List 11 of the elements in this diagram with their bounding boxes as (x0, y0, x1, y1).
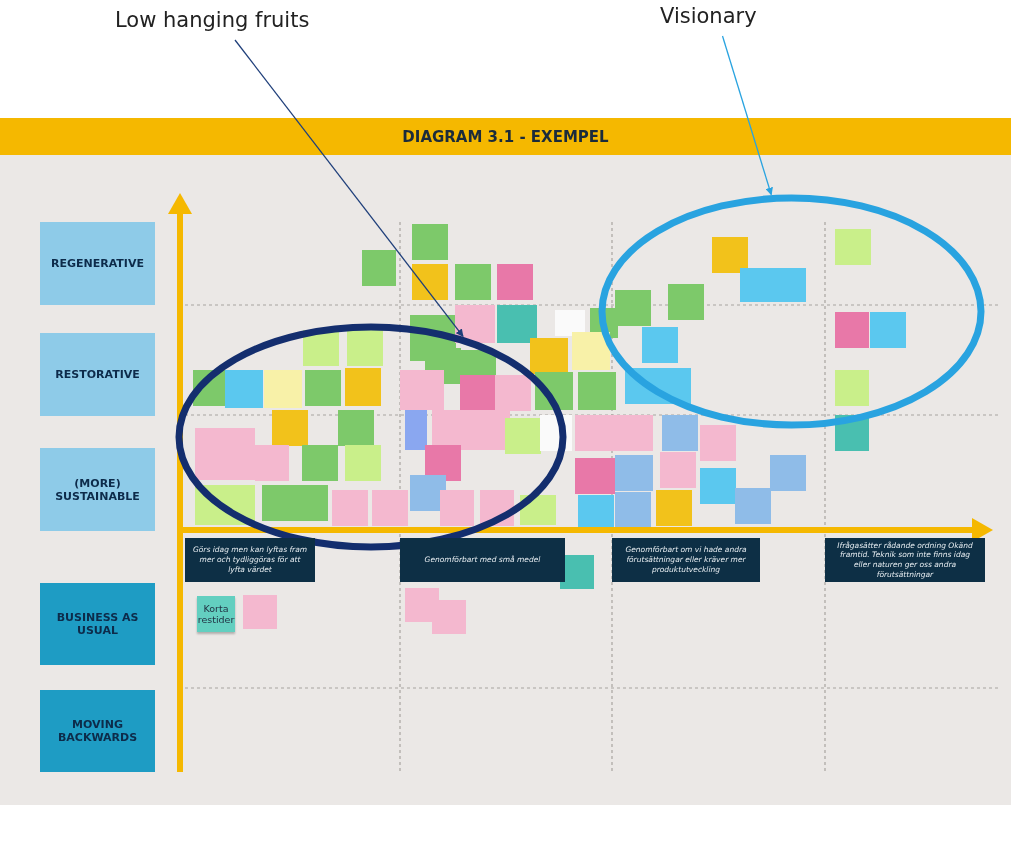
category-box: RESTORATIVE (40, 333, 155, 416)
arrow (721, 35, 773, 196)
annotation-text: Visionary (660, 4, 757, 34)
annotation-text: Low hanging fruits (115, 8, 310, 38)
sticky-note: Korta restider (197, 596, 235, 632)
arrow (234, 39, 464, 337)
category-box: (MORE) SUSTAINABLE (40, 448, 155, 531)
category-box: BUSINESS AS USUAL (40, 583, 155, 665)
category-box: MOVING BACKWARDS (40, 690, 155, 772)
title-banner: DIAGRAM 3.1 - EXEMPEL (0, 118, 1011, 155)
category-box: REGENERATIVE (40, 222, 155, 305)
